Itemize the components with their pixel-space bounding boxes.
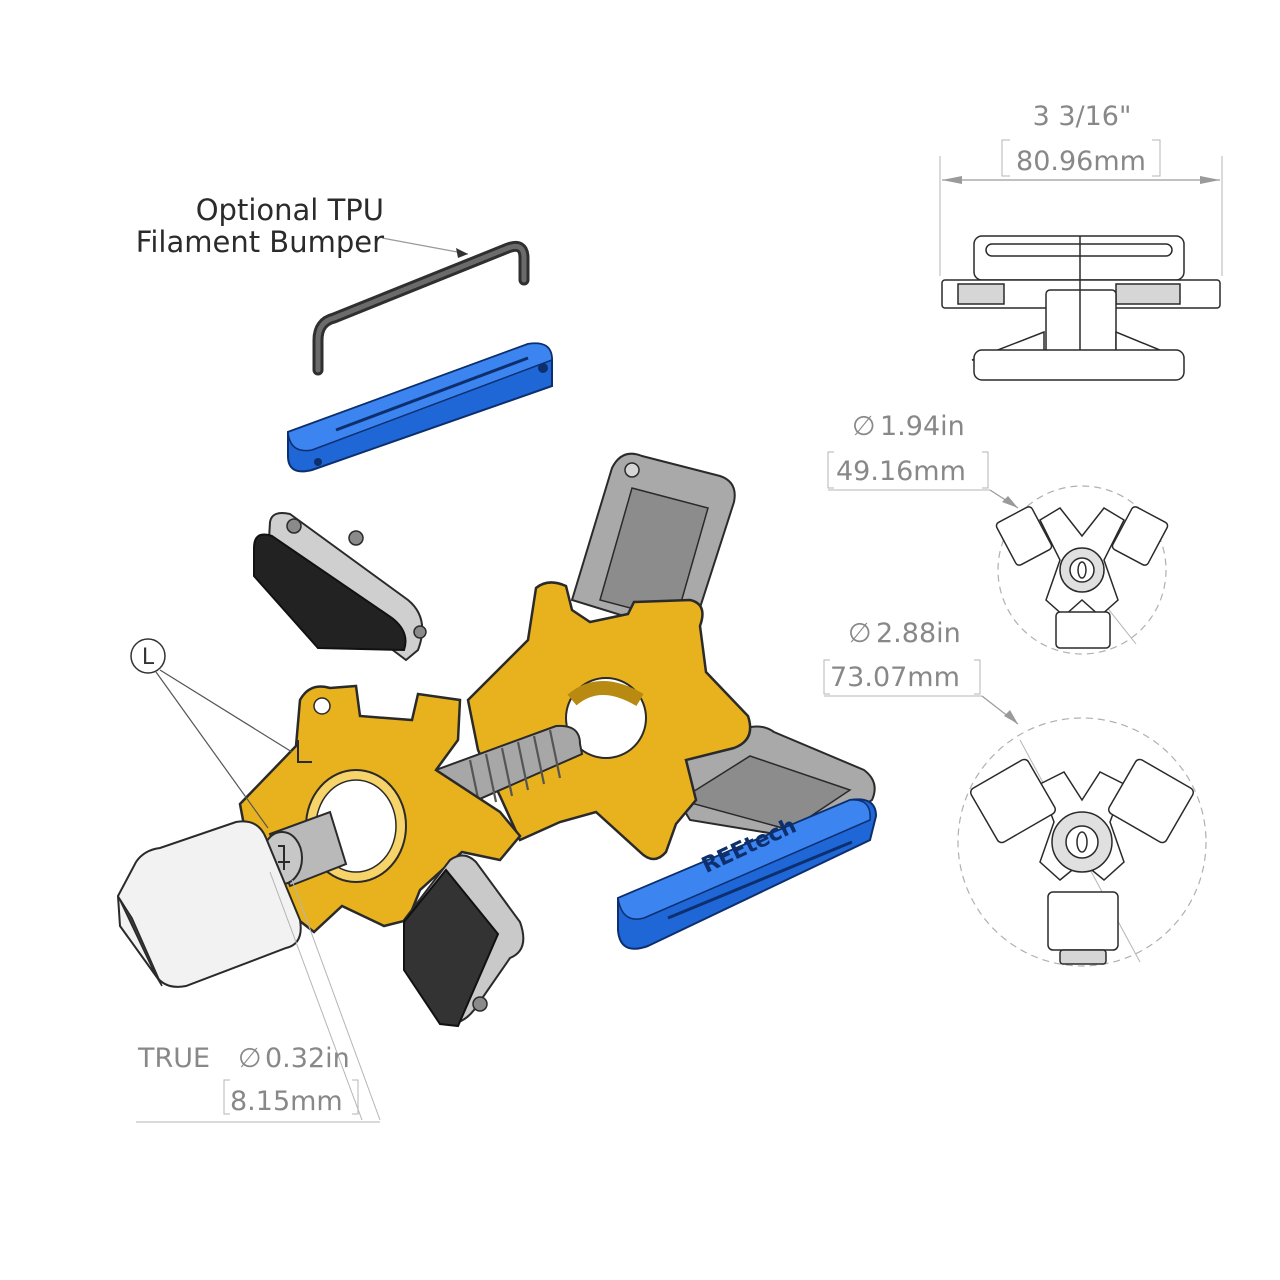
large-diameter-view: ∅ 2.88in 73.07mm — [823, 618, 1207, 967]
exploded-assembly: REEtech — [116, 237, 878, 1123]
large-dia-in: 2.88in — [876, 618, 961, 649]
thread-dim-mm-brackets — [223, 1079, 359, 1115]
small-dia-symbol: ∅ — [852, 411, 876, 442]
bumper-label-line2: Filament Bumper — [136, 225, 384, 259]
large-dia-mm: 73.07mm — [830, 662, 960, 693]
rubber-pad-lower — [403, 854, 525, 1028]
thread-dim-mm: 8.15mm — [230, 1086, 343, 1117]
small-dia-in: 1.94in — [880, 411, 965, 442]
tpu-bumper — [312, 240, 530, 376]
balloon-label: L — [142, 645, 155, 670]
white-pad-lower — [116, 820, 302, 988]
top-view: 3 3/16" 80.96mm — [939, 101, 1223, 381]
thread-dim-prefix: TRUE — [137, 1043, 210, 1074]
width-mm-bracket-left — [1001, 139, 1010, 177]
width-mm-bracket-right — [1152, 139, 1161, 177]
large-dia-bracket-right — [974, 659, 981, 695]
rubber-pad-upper — [253, 512, 427, 662]
small-dia-bracket-right — [982, 451, 989, 489]
small-dia-mm: 49.16mm — [836, 456, 966, 487]
bumper-label-line1: Optional TPU — [196, 193, 384, 227]
gray-arm-top — [570, 452, 736, 626]
thread-dim-symbol: ∅ — [238, 1043, 262, 1074]
thread-dim-leaders — [136, 871, 381, 1123]
thread-dim-in: 0.32in — [265, 1043, 350, 1074]
bumper-leader-arrow — [456, 248, 468, 258]
small-dia-bracket-left — [827, 451, 834, 489]
yellow-hub-back — [466, 581, 752, 861]
balloon-l: L — [130, 638, 293, 829]
width-dim-mm: 80.96mm — [1016, 146, 1146, 177]
bumper-leader — [381, 237, 469, 255]
small-diameter-view: ∅ 1.94in 49.16mm — [827, 411, 1169, 655]
large-dia-symbol: ∅ — [848, 618, 872, 649]
large-dia-bracket-left — [823, 659, 830, 695]
width-dim-in: 3 3/16" — [1033, 101, 1132, 132]
blue-bar-top — [287, 342, 553, 473]
